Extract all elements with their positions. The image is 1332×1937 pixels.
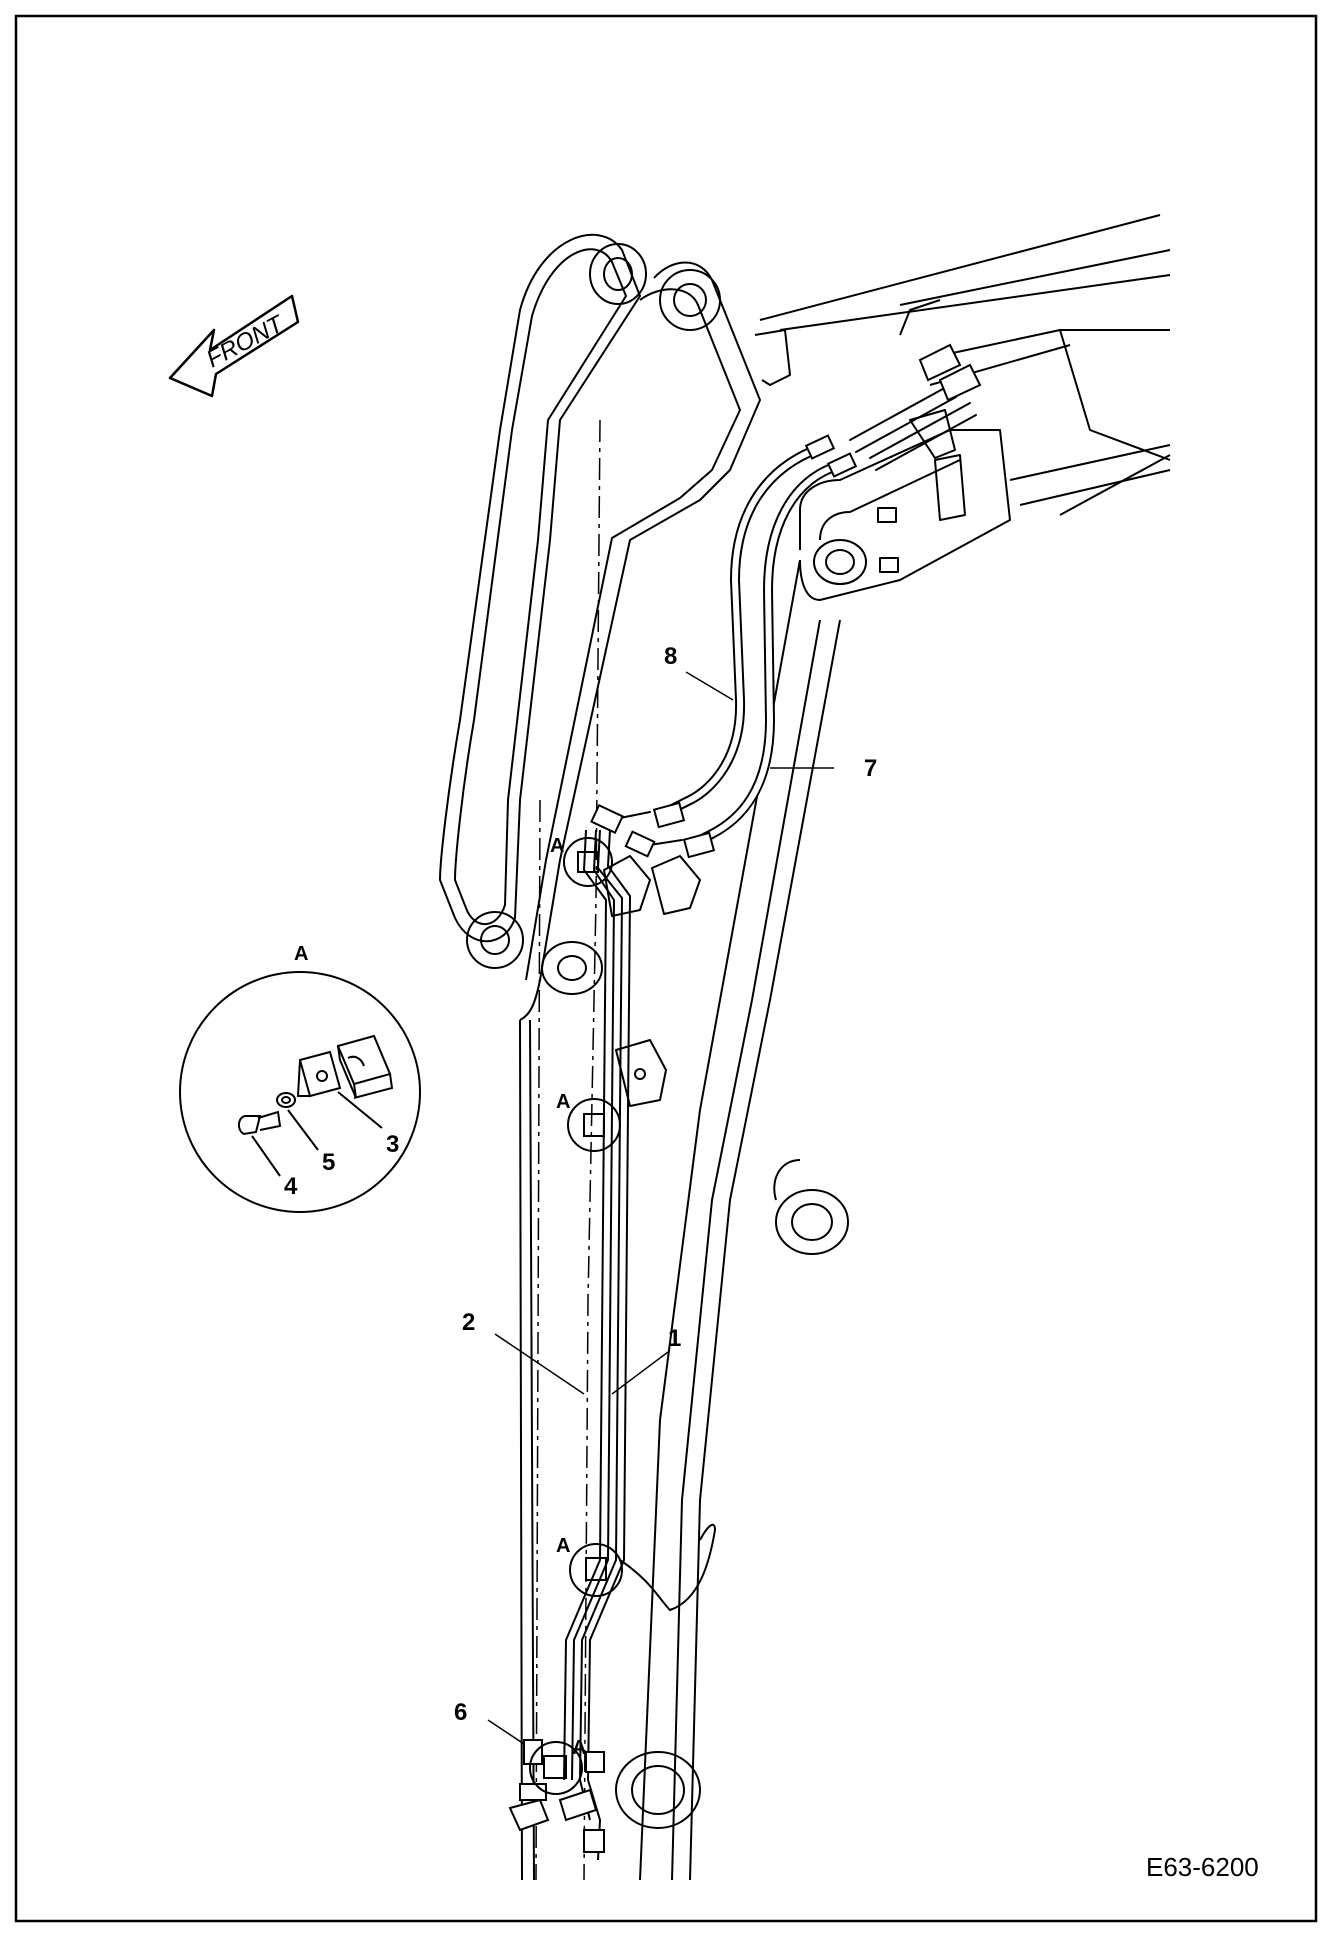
callout-4: 4 (284, 1173, 298, 1200)
callout-8: 8 (664, 643, 677, 670)
clamp-marker-label: A (550, 835, 564, 857)
boom-structure (439, 233, 849, 1881)
drawing-frame (14, 14, 1318, 1923)
clamp-marker-label: A (556, 1535, 570, 1557)
clamp-marker-label: A (556, 1091, 570, 1113)
front-arrow: FRONT (168, 294, 300, 398)
callout-leaders (487, 671, 834, 1745)
hose-assembly (590, 343, 982, 859)
drawing-number: E63-6200 (1146, 1852, 1259, 1882)
callout-2: 2 (462, 1309, 475, 1336)
detail-a-label: A (294, 943, 308, 965)
detail-a (179, 971, 421, 1213)
arm-structure (754, 214, 1171, 601)
boom-contour-line (619, 1523, 717, 1612)
pipe-assembly (508, 829, 632, 1861)
callout-6: 6 (454, 1699, 467, 1726)
front-label: FRONT (202, 310, 290, 374)
clamp-markers (529, 837, 623, 1795)
callout-3: 3 (386, 1131, 399, 1158)
callout-1: 1 (668, 1325, 681, 1352)
callout-7: 7 (864, 755, 877, 782)
callout-5: 5 (322, 1149, 335, 1176)
clamp-marker-label: A (572, 1737, 586, 1759)
